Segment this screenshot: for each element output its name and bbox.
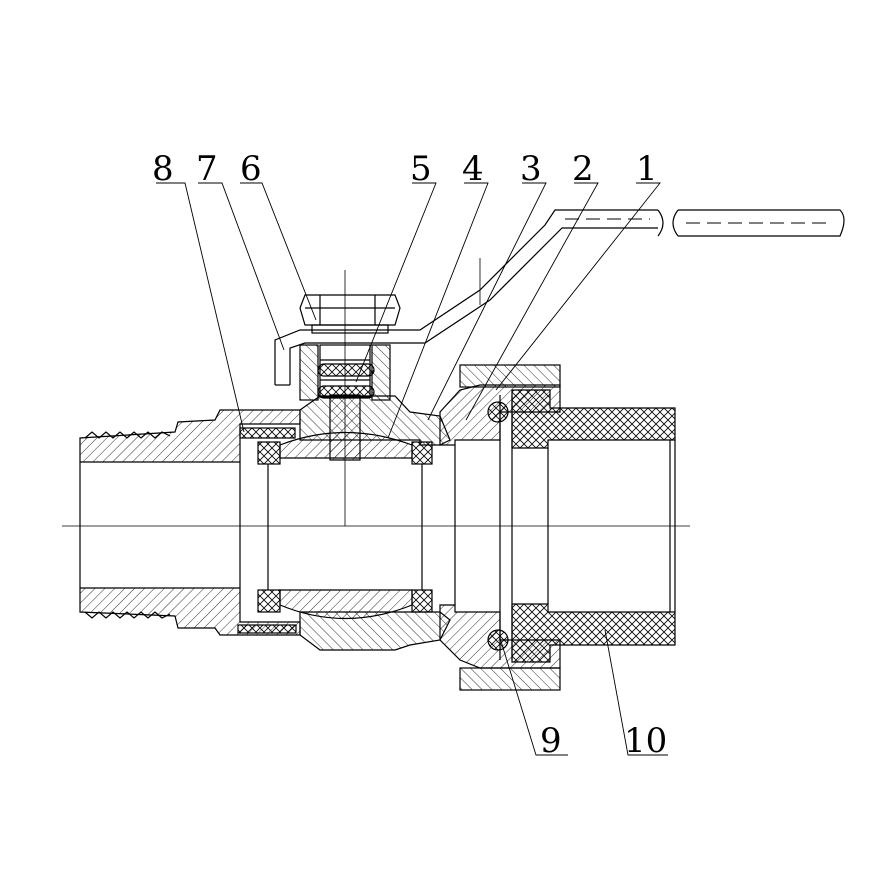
callout-2: 2 (572, 149, 594, 189)
callout-4: 4 (462, 149, 484, 189)
leader-lines (156, 182, 668, 756)
valve-body (237, 395, 451, 651)
plastic-socket (511, 389, 676, 663)
handle-lever (274, 209, 845, 386)
callout-3: 3 (520, 149, 542, 189)
callout-8: 8 (152, 149, 174, 189)
left-body-upper (79, 409, 301, 636)
callout-1: 1 (636, 149, 658, 189)
callout-7: 7 (196, 149, 218, 189)
callout-labels: 8 7 6 5 4 3 2 1 9 10 (152, 149, 667, 761)
callout-10: 10 (624, 721, 667, 761)
callout-5: 5 (410, 149, 432, 189)
callout-6: 6 (240, 149, 262, 189)
callout-9: 9 (540, 721, 562, 761)
stem-nut (299, 294, 401, 334)
